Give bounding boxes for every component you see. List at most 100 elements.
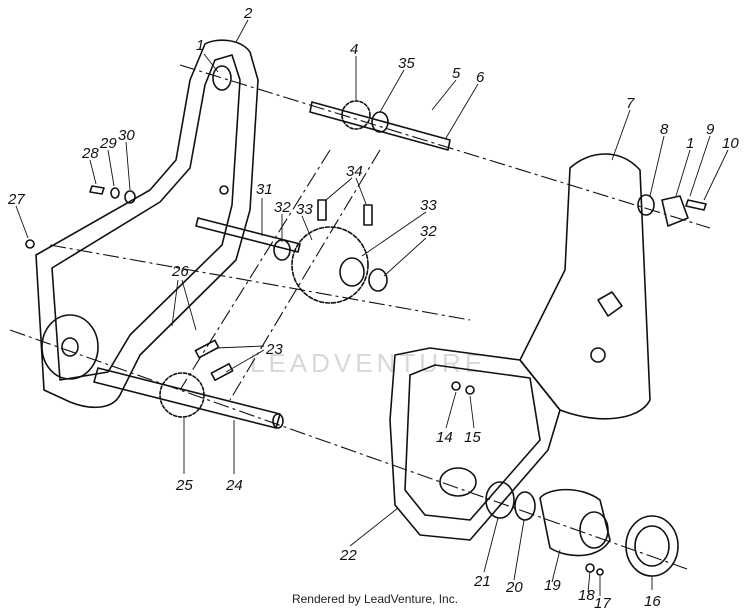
leader-6	[445, 83, 479, 139]
left-bearing-boss	[41, 314, 99, 380]
callout-31: 31	[256, 181, 273, 198]
chain-link-34a	[317, 199, 327, 221]
centerline-middle	[49, 244, 471, 321]
washer-30	[124, 190, 136, 204]
centerline-chain-a	[179, 149, 331, 391]
callout-25: 25	[175, 477, 193, 494]
bearing-21	[485, 481, 515, 519]
callout-29: 29	[99, 135, 117, 152]
leader-21	[483, 517, 499, 573]
leader-2	[235, 19, 249, 43]
leader-10	[703, 149, 729, 201]
callout-20: 20	[505, 579, 523, 596]
large-sprocket	[291, 226, 369, 304]
centerline-top	[179, 64, 711, 229]
callout-1-left: 1	[196, 37, 204, 54]
leader-27	[15, 205, 29, 239]
render-credit: Rendered by LeadVenture, Inc.	[291, 592, 459, 606]
callout-35: 35	[398, 55, 415, 72]
watermark-text: LEADVENTURE	[250, 348, 486, 378]
callout-21: 21	[473, 573, 491, 590]
leader-34b	[355, 177, 367, 205]
callout-32-left: 32	[274, 199, 291, 216]
callout-1-right: 1	[686, 135, 694, 152]
leader-23a	[215, 345, 265, 349]
callout-33-right: 33	[420, 197, 437, 214]
right-housing-body	[389, 347, 561, 541]
callout-30: 30	[118, 127, 135, 144]
callout-27: 27	[7, 191, 25, 208]
leader-1a	[203, 53, 219, 73]
callout-6: 6	[476, 69, 485, 86]
leader-1b	[675, 149, 691, 197]
leader-8	[649, 135, 665, 197]
leader-30	[125, 141, 131, 191]
leader-15	[469, 395, 475, 429]
bearing-housing-19	[539, 488, 611, 557]
callout-7: 7	[626, 95, 635, 112]
leader-33a	[301, 215, 313, 241]
leader-5	[431, 79, 457, 111]
right-cover-plug	[590, 347, 606, 363]
callout-17: 17	[594, 595, 611, 612]
callout-15: 15	[464, 429, 481, 446]
right-housing-window	[439, 467, 477, 497]
callout-9: 9	[706, 121, 715, 138]
leader-26a	[171, 279, 179, 327]
left-top-hole	[212, 65, 232, 91]
leader-33b	[361, 211, 427, 257]
leader-23b	[225, 349, 265, 373]
callout-2: 2	[243, 5, 253, 22]
cap-16-outer	[625, 515, 679, 577]
chain-link-23a	[194, 339, 220, 359]
bolt-27	[25, 239, 35, 249]
callout-10: 10	[722, 135, 739, 152]
leader-34a	[325, 177, 353, 201]
right-housing-cover	[519, 153, 651, 420]
leader-19	[551, 549, 561, 583]
bearing-32-right	[368, 268, 388, 292]
leader-20	[513, 519, 525, 581]
callout-18: 18	[578, 587, 595, 604]
callout-32-right: 32	[420, 223, 437, 240]
leader-29	[107, 149, 115, 187]
callout-22: 22	[339, 547, 357, 564]
leader-7	[611, 109, 631, 161]
right-housing-inner	[404, 364, 541, 521]
left-housing-outline	[35, 39, 259, 409]
callout-4: 4	[350, 41, 358, 58]
leader-18	[587, 571, 591, 593]
bottom-sprocket	[159, 372, 205, 418]
callout-34: 34	[346, 163, 363, 180]
washer-29	[110, 187, 120, 199]
callout-23: 23	[265, 341, 283, 358]
leader-22	[349, 507, 399, 547]
leader-35	[379, 69, 405, 113]
nut-18	[585, 563, 595, 573]
right-cover-emblem	[597, 291, 623, 317]
centerline-bottom	[9, 329, 691, 571]
chain-link-23b	[210, 362, 234, 382]
callout-26: 26	[171, 263, 189, 280]
left-housing-bolt	[219, 185, 229, 195]
bolt-15	[465, 385, 475, 395]
nut-17	[596, 568, 604, 576]
callout-14: 14	[436, 429, 453, 446]
bearing-8	[637, 194, 655, 216]
callout-33-left: 33	[296, 201, 313, 218]
callout-5: 5	[452, 65, 461, 82]
leader-9	[689, 135, 711, 197]
bolt-28	[89, 185, 105, 195]
callout-28: 28	[81, 145, 99, 162]
centerline-chain-b	[229, 149, 381, 401]
callout-16: 16	[644, 593, 661, 610]
callout-24: 24	[225, 477, 243, 494]
cap-16-inner	[634, 525, 670, 567]
bolt-14	[451, 381, 461, 391]
leader-14	[445, 391, 457, 429]
bracket-1-right	[661, 195, 689, 227]
bottom-shaft-end	[272, 413, 284, 429]
bearing-housing-19-bore	[579, 511, 609, 549]
chain-link-34b	[363, 204, 373, 226]
top-shaft	[309, 101, 451, 151]
